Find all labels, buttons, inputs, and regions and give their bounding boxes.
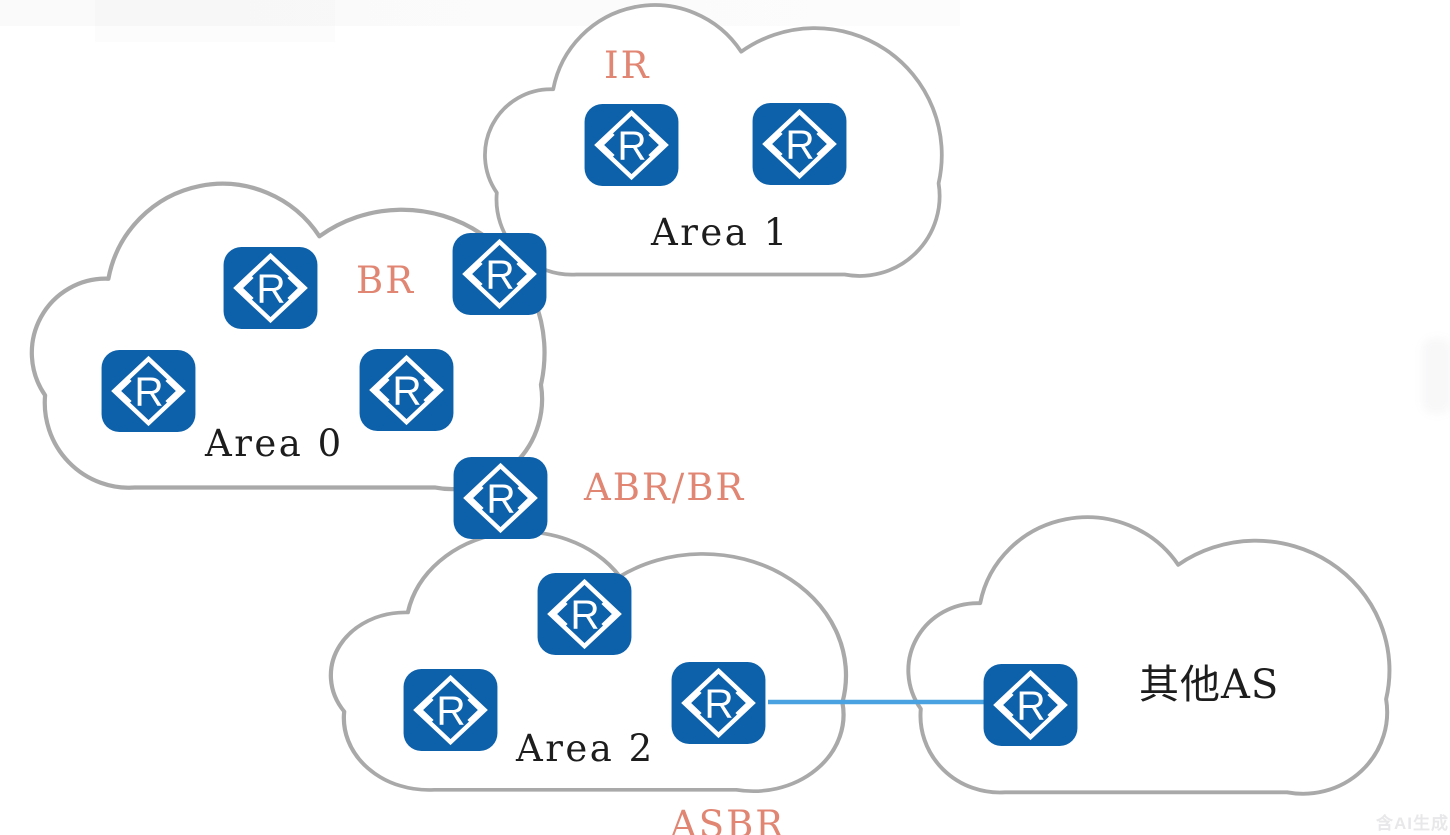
router-icon-asbr xyxy=(670,661,767,745)
role-label-abr: ABR/BR xyxy=(584,466,746,509)
area-label-area2: Area 2 xyxy=(516,727,655,770)
router-icon-other-as xyxy=(982,663,1079,747)
router-icon-area1-ir1 xyxy=(583,103,680,187)
router-icon-area1-ir2 xyxy=(751,102,848,186)
role-label-asbr: ASBR xyxy=(670,803,786,835)
role-label-br: BR xyxy=(356,259,416,302)
router-icon-br-boundary xyxy=(451,232,548,316)
area-label-area1: Area 1 xyxy=(651,211,790,254)
router-icon-area0-right xyxy=(358,348,455,432)
router-icon-area2-left xyxy=(402,668,499,752)
role-label-ir: IR xyxy=(604,44,651,87)
area-label-area0: Area 0 xyxy=(205,422,344,465)
top-edge-artifact xyxy=(0,0,960,26)
cloud-other-as xyxy=(906,515,1392,796)
ai-generated-watermark: 含AI生成 xyxy=(1376,814,1449,833)
router-icon-area0-top xyxy=(222,246,319,330)
right-edge-artifact xyxy=(1422,338,1450,414)
router-icon-area2-top xyxy=(536,572,633,656)
router-icon-abr-boundary xyxy=(452,456,549,540)
router-icon-area0-left xyxy=(100,349,197,433)
area-label-other-as: 其他AS xyxy=(1139,662,1280,708)
